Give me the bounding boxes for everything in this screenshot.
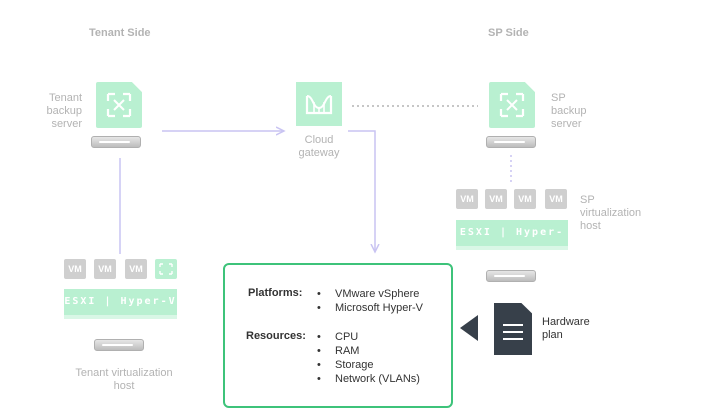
- backup-server-icon: [489, 82, 535, 128]
- platform-item: Microsoft Hyper-V: [317, 301, 423, 315]
- cloud-gateway-icon: [296, 82, 342, 126]
- sp-platform-shadow: [456, 246, 568, 250]
- resource-item: CPU: [317, 330, 358, 344]
- sp-side-header: SP Side: [488, 27, 529, 39]
- tenant-host-drive: [94, 339, 144, 351]
- triangle-pointer-icon: [460, 315, 478, 341]
- platforms-title: Platforms:: [248, 287, 303, 299]
- sp-backup-server: [489, 82, 535, 128]
- tenant-vm: VM: [64, 259, 86, 279]
- sp-platform-bar: ESXI | Hyper-V: [456, 220, 568, 264]
- sp-backup-label: SP backup server: [551, 92, 587, 130]
- sp-vm: VM: [514, 189, 536, 209]
- hardware-plan-panel: Platforms: VMware vSphere Microsoft Hype…: [223, 263, 453, 408]
- tenant-backup-mini-icon: [155, 259, 177, 279]
- sp-vm: VM: [545, 189, 567, 209]
- sp-host-label: SP virtualization host: [580, 194, 642, 232]
- arrow-gateway-to-plan: [348, 130, 375, 252]
- tenant-side-header: Tenant Side: [89, 27, 151, 39]
- sp-vm: VM: [456, 189, 478, 209]
- resource-item: Storage: [317, 358, 373, 372]
- resource-item: RAM: [317, 344, 360, 358]
- tenant-backup-label: Tenant backup server: [46, 92, 82, 130]
- tenant-host-label: Tenant virtualization host: [75, 367, 173, 392]
- sp-server-drive: [486, 136, 536, 148]
- tenant-platform-shadow: [64, 315, 177, 319]
- tenant-backup-server: [96, 82, 142, 128]
- tenant-server-drive: [91, 136, 141, 148]
- resources-title: Resources:: [246, 330, 306, 342]
- tenant-platform-bar: ESXI | Hyper-V: [64, 289, 177, 315]
- platform-item: VMware vSphere: [317, 287, 419, 301]
- document-icon: [494, 303, 532, 355]
- backup-server-icon: [96, 82, 142, 128]
- cloud-gateway-label: Cloud gateway: [298, 134, 340, 159]
- sp-host-drive: [486, 270, 536, 282]
- tenant-vm: VM: [125, 259, 147, 279]
- resource-item: Network (VLANs): [317, 372, 420, 386]
- tenant-vm: VM: [94, 259, 116, 279]
- hardware-plan-label: Hardware plan: [542, 316, 590, 341]
- sp-vm: VM: [485, 189, 507, 209]
